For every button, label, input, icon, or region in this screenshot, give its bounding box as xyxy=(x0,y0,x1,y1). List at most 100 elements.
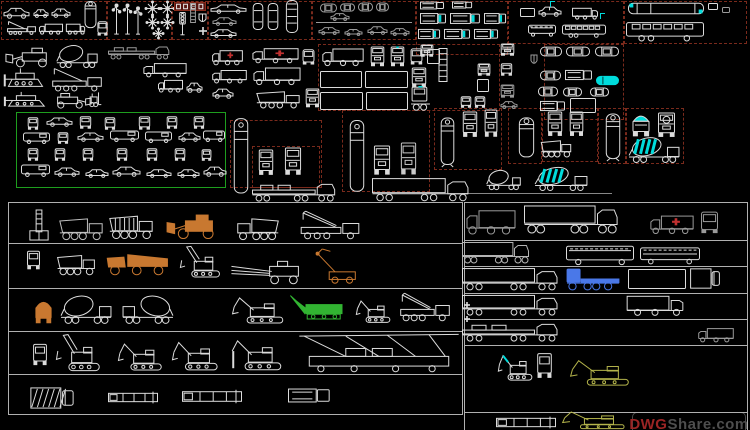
mixer-block[interactable] xyxy=(60,294,112,324)
craneTruck-block[interactable] xyxy=(398,292,452,322)
crane-truck[interactable] xyxy=(50,66,104,92)
mixer-block[interactable] xyxy=(122,294,174,324)
machineTop-block[interactable] xyxy=(182,389,242,404)
semi-truck[interactable] xyxy=(524,204,622,237)
drill-rig-green[interactable] xyxy=(288,292,348,322)
carTop-block[interactable] xyxy=(320,3,337,13)
cross-sign[interactable] xyxy=(199,27,207,35)
excavator-block[interactable] xyxy=(171,336,220,372)
tank-column[interactable] xyxy=(233,117,249,197)
flatbed-truck-blue[interactable] xyxy=(566,266,620,292)
bus-top[interactable] xyxy=(285,0,299,33)
excavator-cyan-arm[interactable] xyxy=(497,350,534,382)
tank-column[interactable] xyxy=(605,113,621,162)
vanSide-block[interactable] xyxy=(110,130,139,143)
excavator-block[interactable] xyxy=(231,292,286,325)
excavator-block[interactable] xyxy=(355,296,392,324)
carSide-block[interactable] xyxy=(203,165,227,177)
vanSide-block[interactable] xyxy=(203,130,225,143)
tractor-front[interactable] xyxy=(536,352,553,379)
truckTop-block[interactable] xyxy=(450,12,480,25)
mobile-crane[interactable] xyxy=(298,210,362,240)
truckTop-block[interactable] xyxy=(444,28,470,40)
truckTop-block[interactable] xyxy=(474,28,499,40)
carFront-block[interactable] xyxy=(174,148,186,161)
carTop-block[interactable] xyxy=(563,87,582,97)
truckTop-block[interactable] xyxy=(540,100,565,112)
carTop-block[interactable] xyxy=(538,86,558,97)
carTop-block[interactable] xyxy=(595,46,619,57)
carSide-block[interactable] xyxy=(318,26,340,35)
vanSide-block[interactable] xyxy=(23,132,50,145)
carTop-block[interactable] xyxy=(358,2,373,12)
ambulance-box-truck[interactable] xyxy=(252,47,299,64)
dumpTruck-block[interactable] xyxy=(255,88,301,109)
carFront-block[interactable] xyxy=(201,149,212,161)
mixer-front-cyan[interactable] xyxy=(631,111,651,138)
limousine[interactable] xyxy=(210,3,247,14)
carFront-block[interactable] xyxy=(138,116,151,130)
trailer-box[interactable] xyxy=(520,8,535,17)
carFront-block[interactable] xyxy=(104,117,116,130)
mixer-front-orange[interactable] xyxy=(34,297,53,325)
carSide-block[interactable] xyxy=(51,7,71,18)
tick-mark[interactable] xyxy=(464,316,470,322)
truckTop-block[interactable] xyxy=(420,1,445,10)
carTopV-block[interactable] xyxy=(252,3,264,30)
tree-symbol[interactable] xyxy=(145,15,160,30)
flatbed-semi[interactable] xyxy=(252,180,339,204)
ambulance-van[interactable] xyxy=(650,214,694,235)
scraper[interactable] xyxy=(230,258,302,286)
truckFront-block[interactable] xyxy=(373,145,391,176)
shuttle-bus[interactable] xyxy=(640,246,700,265)
striped-bus[interactable] xyxy=(562,24,606,38)
boxTruck-block[interactable] xyxy=(158,79,183,93)
truckTop-block[interactable] xyxy=(418,28,441,40)
pickup-truck[interactable] xyxy=(3,6,30,19)
genericBox-block[interactable] xyxy=(477,79,489,92)
machine-front[interactable] xyxy=(32,343,48,366)
truckFront-block[interactable] xyxy=(284,147,302,176)
shield-sign[interactable] xyxy=(198,13,207,24)
semi-block[interactable] xyxy=(108,44,172,61)
carSide-block[interactable] xyxy=(33,8,49,18)
carSide-block[interactable] xyxy=(112,165,141,177)
truckFront-block[interactable] xyxy=(370,46,385,67)
truckFront-block[interactable] xyxy=(657,112,676,138)
trailer-body[interactable] xyxy=(365,71,408,88)
street-lamp[interactable] xyxy=(133,6,143,35)
truckFront-block[interactable] xyxy=(411,67,427,88)
trailer-body[interactable] xyxy=(320,92,363,110)
carTop-block[interactable] xyxy=(566,46,590,57)
vanFront-block[interactable] xyxy=(302,49,315,65)
carSide-block[interactable] xyxy=(46,116,73,127)
carFront-block[interactable] xyxy=(82,148,94,161)
taxi[interactable] xyxy=(538,5,562,17)
camper-van[interactable] xyxy=(212,69,247,84)
grille-top[interactable] xyxy=(438,48,448,82)
boxTruck-block[interactable] xyxy=(38,23,64,35)
genericBox-block[interactable] xyxy=(722,7,730,13)
carTop-block[interactable] xyxy=(540,70,561,81)
carSide-block[interactable] xyxy=(212,87,234,99)
carSide-block[interactable] xyxy=(344,28,363,37)
carSide-block[interactable] xyxy=(210,28,237,38)
vanFront-block[interactable] xyxy=(410,48,423,65)
wheel-loader[interactable] xyxy=(5,45,53,68)
mixer-truck-cyan[interactable] xyxy=(628,136,680,163)
excavator-block[interactable] xyxy=(55,333,102,373)
truckFront-block[interactable] xyxy=(462,111,478,138)
tree-symbol[interactable] xyxy=(159,0,176,17)
carFront-block[interactable] xyxy=(460,96,472,108)
genericBox-block[interactable] xyxy=(427,49,440,64)
tank-column[interactable] xyxy=(518,117,535,159)
carSide-block[interactable] xyxy=(500,100,518,109)
truckFront-block[interactable] xyxy=(500,43,515,56)
truckTop-block[interactable] xyxy=(452,1,473,9)
carSide-block[interactable] xyxy=(212,16,237,26)
shield-block[interactable] xyxy=(530,54,538,66)
boxTruck-block[interactable] xyxy=(698,327,734,343)
tick-mark[interactable] xyxy=(464,302,470,308)
cabTruck-block[interactable] xyxy=(410,86,431,111)
